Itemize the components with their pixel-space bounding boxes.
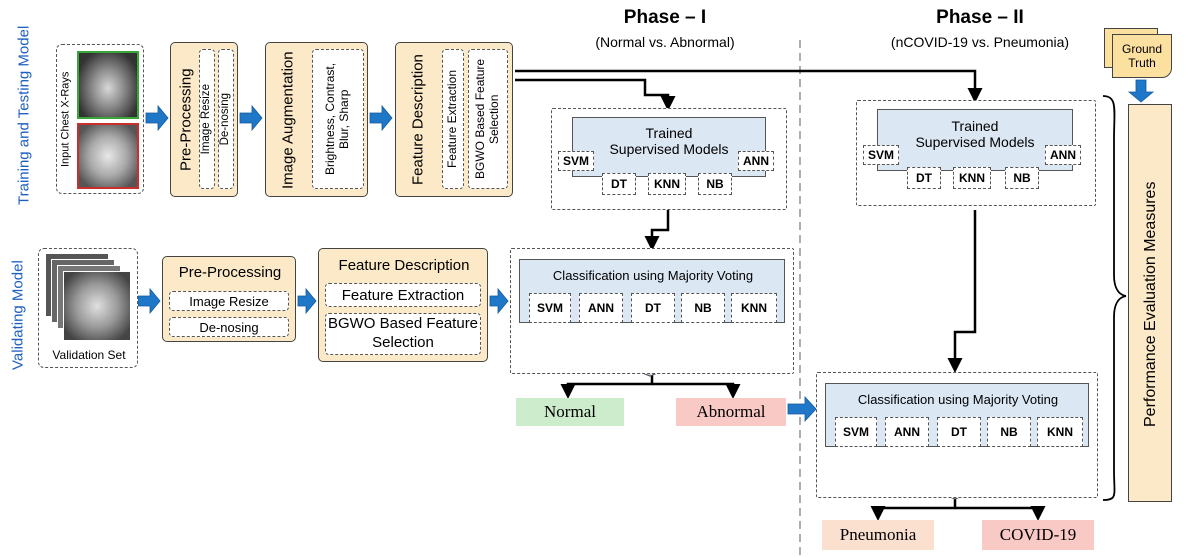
phase1-model-dt: DT [602,173,636,195]
connector-to-phase2-classification [947,210,977,373]
blue-arrow-groundtruth-down [1127,79,1155,103]
phase1-subtitle: (Normal vs. Abnormal) [595,34,735,50]
xray-image-abnormal [77,123,139,189]
phase1-model-knn: KNN [648,173,686,195]
output-pneumonia: Pneumonia [822,520,934,550]
train-preprocessing-box: Pre-Processing Image Resize De-nosing [170,42,238,197]
phase2-vote-ann: ANN [885,417,929,447]
augmentation-box: Image Augmentation Brightness, Contrast,… [265,42,368,197]
blue-arrow-input-to-preproc [145,104,169,132]
phase2-vote-dt: DT [937,417,981,447]
connector-covid [955,506,1046,521]
phase1-model-nb: NB [698,173,732,195]
phase1-trained-models-box: Trained Supervised Models [572,117,766,177]
val-feature-box: Feature Description Feature Extraction B… [318,248,488,362]
connector-normal [560,372,654,399]
phase2-vote-nb: NB [987,417,1031,447]
train-feature-title: Feature Description [409,54,427,186]
connector-pneumonia [870,496,957,521]
input-xrays-label: Input Chest X-Rays [59,71,72,167]
phase2-model-ann: ANN [1045,145,1081,165]
phase2-title: Phase – II [936,7,1024,28]
connector-abnormal [652,382,741,399]
phase1-vote-nb: NB [681,293,725,323]
train-feature-extraction-box: Feature Extraction [442,49,464,189]
val-feature-title: Feature Description [338,256,470,274]
input-xrays-panel: Input Chest X-Rays [56,44,144,194]
output-normal: Normal [516,398,624,426]
phase1-vote-knn: KNN [731,293,777,323]
phase1-classification-title: Classification using Majority Voting [552,267,754,283]
blue-arrow-valpreproc-to-feat [297,287,317,315]
phase2-model-dt: DT [907,167,941,189]
performance-label: Performance Evaluation Measures [1141,181,1159,427]
validation-xray-image [63,271,131,341]
ground-truth-label: Ground Truth [1121,41,1163,70]
val-feature-extraction-label: Feature Extraction [325,283,481,307]
phase1-model-ann: ANN [738,151,774,171]
val-image-resize-label: Image Resize [169,291,289,311]
train-denoising-label: De-nosing [219,92,232,146]
phase2-vote-knn: KNN [1037,417,1083,447]
val-denoising-label: De-nosing [169,317,289,337]
val-bgwo-label: BGWO Based Feature Selection [325,313,481,355]
phase2-trained-models-box: Trained Supervised Models [877,109,1073,171]
phase1-trained-models-panel: Trained Supervised Models SVM ANN DT KNN… [551,108,787,210]
augmentation-title: Image Augmentation [279,51,297,189]
validation-set-label: Validation Set [52,348,126,362]
connector-to-phase2-models [515,69,983,103]
performance-box: Performance Evaluation Measures [1128,104,1172,502]
train-image-resize-label: Image Resize [200,83,213,155]
blue-arrow-valset-to-preproc [137,287,161,315]
validating-side-label: Validating Model [9,260,27,370]
augmentation-items-label: Brightness, Contrast, Blur, Sharp [323,62,351,176]
train-bgwo-box: BGWO Based Feature Selection [468,49,508,189]
train-preprocessing-title: Pre-Processing [177,68,195,172]
phase2-classification-title: Classification using Majority Voting [857,391,1059,407]
phase2-trained-models-panel: Trained Supervised Models SVM ANN DT KNN… [856,100,1096,206]
output-covid: COVID-19 [982,520,1094,550]
phase2-trained-models-title: Trained Supervised Models [915,118,1035,150]
train-image-resize-box: Image Resize [199,49,215,189]
blue-arrow-abnormal-to-phase2 [787,395,817,423]
ground-truth-doc: Ground Truth [1112,34,1172,78]
connector-to-phase1-models [515,78,676,111]
train-denoising-box: De-nosing [218,49,234,189]
phase2-model-nb: NB [1005,167,1039,189]
xray-image-normal [77,51,139,119]
performance-brace [1102,95,1127,501]
phase2-model-svm: SVM [863,145,899,165]
phase2-vote-svm: SVM [835,417,877,447]
output-abnormal: Abnormal [676,398,786,426]
phase1-vote-svm: SVM [529,293,571,323]
phase1-trained-models-title: Trained Supervised Models [609,125,729,157]
training-side-label: Training and Testing Model [15,25,33,205]
validation-set-panel: Validation Set [38,248,138,368]
phase2-classification-panel: Classification using Majority Voting SVM… [816,372,1098,498]
phase2-model-knn: KNN [953,167,991,189]
phase1-vote-ann: ANN [579,293,623,323]
blue-arrow-aug-to-feat [369,104,393,132]
phase2-subtitle: (nCOVID-19 vs. Pneumonia) [890,34,1070,50]
augmentation-items-box: Brightness, Contrast, Blur, Sharp [312,49,364,189]
blue-arrow-preproc-to-aug [239,104,263,132]
phase1-model-svm: SVM [558,151,594,171]
connector-to-phase1-classification [644,210,670,251]
phase1-title: Phase – I [623,7,707,28]
phase1-classification-panel: Classification using Majority Voting SVM… [510,248,794,374]
phase1-vote-dt: DT [631,293,675,323]
train-feature-box: Feature Description Feature Extraction B… [395,42,513,197]
blue-arrow-valfeat-to-class [489,287,509,315]
val-preprocessing-title: Pre-Processing [178,263,282,281]
train-feature-extraction-label: Feature Extraction [445,69,460,169]
train-bgwo-label: BGWO Based Feature Selection [473,58,501,180]
val-preprocessing-box: Pre-Processing Image Resize De-nosing [162,256,296,342]
